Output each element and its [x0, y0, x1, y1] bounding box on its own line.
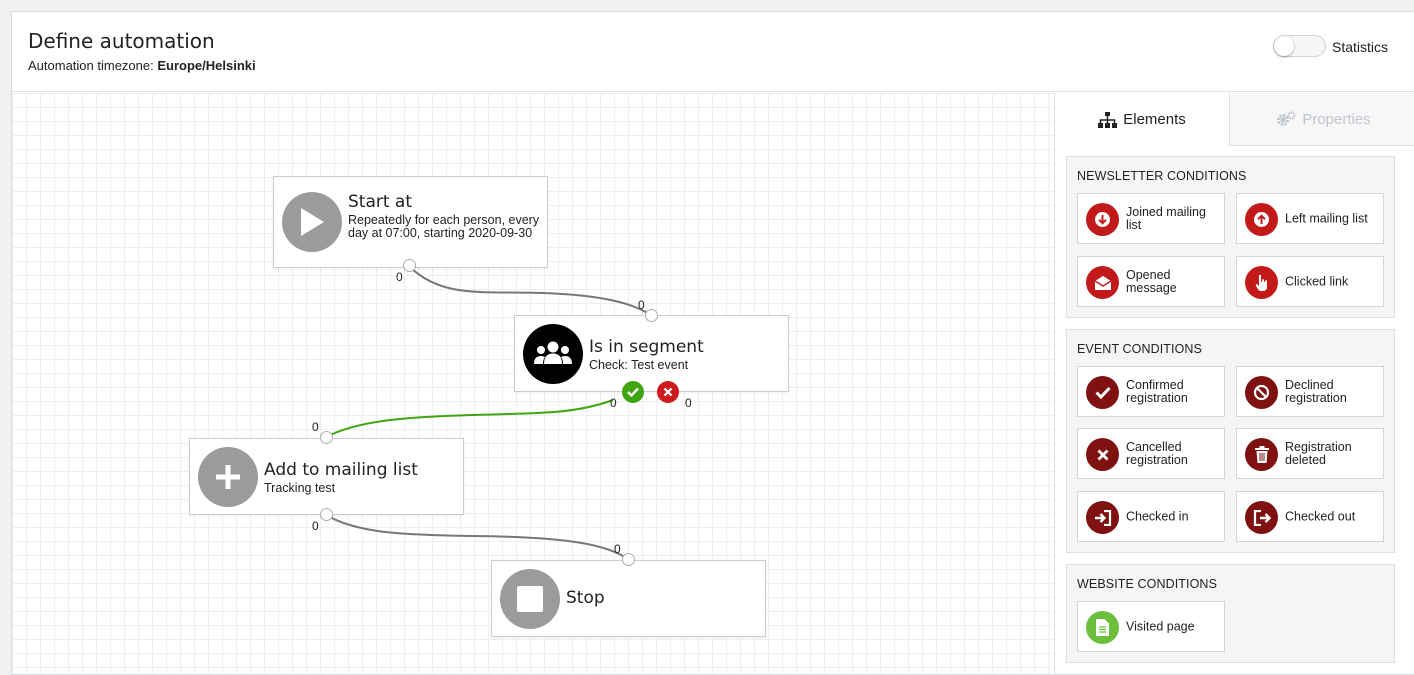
arrow-up-circle-icon: [1245, 203, 1278, 236]
users-icon: [534, 341, 572, 364]
element-clicked-link[interactable]: Clicked link: [1236, 256, 1384, 307]
tab-properties-label: Properties: [1302, 110, 1371, 128]
sitemap-icon: [1098, 111, 1118, 128]
node-start[interactable]: Start at Repeatedly for each person, eve…: [273, 176, 548, 268]
element-label: Checked out: [1285, 509, 1356, 523]
tab-elements[interactable]: Elements: [1055, 93, 1230, 146]
element-checked-in[interactable]: Checked in: [1077, 491, 1225, 542]
element-registration-deleted[interactable]: Registration deleted: [1236, 428, 1384, 479]
element-label: Left mailing list: [1285, 211, 1368, 225]
segment-yes-button[interactable]: [622, 381, 644, 403]
node-add-to-mailing-list[interactable]: Add to mailing list Tracking test: [189, 438, 464, 515]
tab-properties[interactable]: Properties: [1230, 93, 1414, 146]
envelope-open-icon: [1086, 266, 1119, 299]
start-output-port[interactable]: [403, 259, 416, 272]
statistics-label: Statistics: [1332, 39, 1389, 55]
start-circle: [282, 192, 342, 252]
automation-panel: Define automation Automation timezone: E…: [11, 11, 1414, 675]
port-count: 0: [638, 298, 645, 312]
stop-circle: [500, 569, 560, 629]
wire-segment-yes-to-add: [325, 399, 614, 438]
toggle-knob: [1274, 36, 1294, 56]
element-label: Joined mailing list: [1126, 204, 1206, 232]
sidebar: Elements Properties NEWSLETTER CONDITION…: [1054, 93, 1414, 674]
port-count: 0: [685, 396, 692, 410]
check-icon: [1086, 376, 1119, 409]
port-count: 0: [396, 270, 403, 284]
port-count: 0: [614, 542, 621, 556]
trash-icon: [1245, 438, 1278, 471]
node-segment[interactable]: Is in segment Check: Test event: [514, 315, 789, 392]
wire-add-to-stop: [325, 514, 629, 560]
element-label: Visited page: [1126, 619, 1195, 633]
node-subtitle: Repeatedly for each person, every day at…: [348, 213, 540, 240]
page-title: Define automation: [28, 29, 215, 53]
timezone-label: Automation timezone:: [28, 58, 154, 73]
sidebar-tabs: Elements Properties: [1055, 93, 1414, 146]
node-subtitle: Tracking test: [264, 481, 336, 495]
ban-icon: [1245, 376, 1278, 409]
element-checked-out[interactable]: Checked out: [1236, 491, 1384, 542]
header: Define automation Automation timezone: E…: [12, 12, 1414, 92]
x-icon: [1086, 438, 1119, 471]
element-label: Opened message: [1126, 267, 1177, 295]
port-count: 0: [610, 396, 617, 410]
close-icon: [663, 387, 673, 397]
connections: [325, 266, 652, 560]
add-output-port[interactable]: [320, 508, 333, 521]
stop-input-port[interactable]: [622, 553, 635, 566]
node-stop[interactable]: Stop: [491, 560, 766, 637]
plus-icon: [216, 465, 240, 489]
element-confirmed-registration[interactable]: Confirmed registration: [1077, 366, 1225, 417]
segment-circle: [523, 324, 583, 384]
document-icon: [1086, 611, 1119, 644]
timezone-info: Automation timezone: Europe/Helsinki: [28, 58, 256, 73]
segment-no-button[interactable]: [657, 381, 679, 403]
statistics-toggle[interactable]: [1273, 35, 1326, 57]
port-count: 0: [312, 519, 319, 533]
section-title: NEWSLETTER CONDITIONS: [1077, 169, 1247, 183]
node-subtitle: Check: Test event: [589, 358, 689, 372]
play-icon: [301, 208, 324, 236]
port-count: 0: [312, 420, 319, 434]
node-title: Stop: [566, 588, 605, 608]
element-declined-registration[interactable]: Declined registration: [1236, 366, 1384, 417]
section-title: EVENT CONDITIONS: [1077, 342, 1202, 356]
element-label: Clicked link: [1285, 274, 1349, 288]
element-cancelled-registration[interactable]: Cancelled registration: [1077, 428, 1225, 479]
element-label: Checked in: [1126, 509, 1189, 523]
node-title: Add to mailing list: [264, 460, 418, 480]
add-circle: [198, 447, 258, 507]
element-opened-message[interactable]: Opened message: [1077, 256, 1225, 307]
sign-out-icon: [1245, 501, 1278, 534]
newsletter-conditions-section: NEWSLETTER CONDITIONS Joined mailing lis…: [1066, 156, 1395, 318]
element-label: Confirmed registration: [1126, 377, 1188, 405]
segment-input-port[interactable]: [645, 309, 658, 322]
element-visited-page[interactable]: Visited page: [1077, 601, 1225, 652]
pointer-hand-icon: [1245, 266, 1278, 299]
add-input-port[interactable]: [320, 431, 333, 444]
check-icon: [627, 387, 639, 397]
timezone-value: Europe/Helsinki: [157, 58, 256, 73]
event-conditions-section: EVENT CONDITIONS Confirmed registration …: [1066, 329, 1395, 553]
element-label: Cancelled registration: [1126, 439, 1188, 467]
element-label: Declined registration: [1285, 377, 1347, 405]
gears-icon: [1277, 111, 1296, 126]
tab-elements-label: Elements: [1123, 111, 1186, 128]
section-title: WEBSITE CONDITIONS: [1077, 577, 1218, 591]
element-left-mailing-list[interactable]: Left mailing list: [1236, 193, 1384, 244]
node-title: Is in segment: [589, 337, 704, 357]
sign-in-icon: [1086, 501, 1119, 534]
element-joined-mailing-list[interactable]: Joined mailing list: [1077, 193, 1225, 244]
arrow-down-circle-icon: [1086, 203, 1119, 236]
automation-canvas[interactable]: Start at Repeatedly for each person, eve…: [12, 93, 1054, 674]
website-conditions-section: WEBSITE CONDITIONS Visited page: [1066, 564, 1395, 663]
stop-icon: [517, 586, 543, 612]
wire-start-to-segment: [409, 266, 652, 316]
node-title: Start at: [348, 192, 413, 212]
element-label: Registration deleted: [1285, 439, 1352, 467]
